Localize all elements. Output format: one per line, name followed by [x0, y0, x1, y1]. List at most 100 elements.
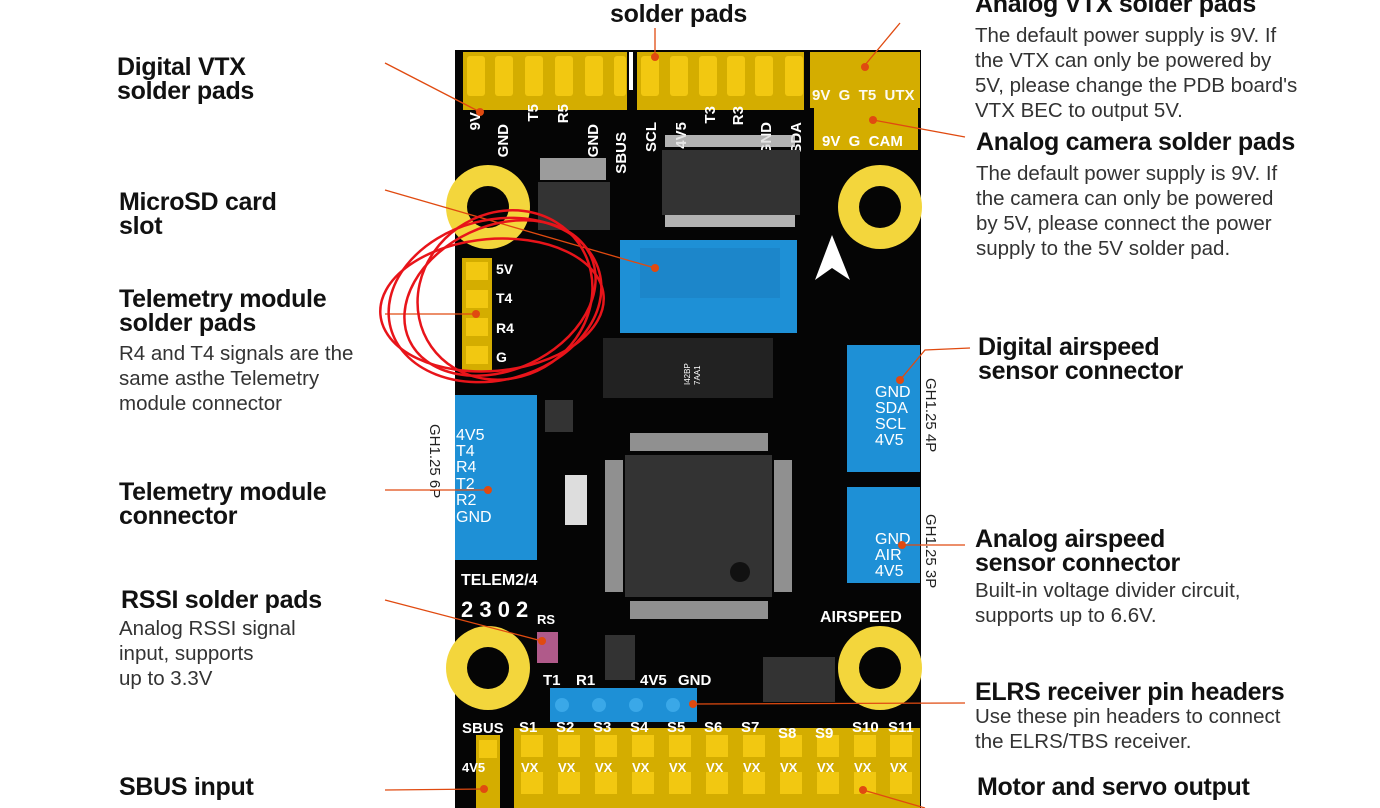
connector-type: GH1.25 3P — [922, 514, 939, 588]
output-label: S3 — [593, 719, 611, 736]
telemetry-pads-desc: R4 and T4 signals are the same asthe Tel… — [119, 342, 354, 415]
pin-label: R2 — [456, 492, 477, 509]
output-label: S2 — [556, 719, 574, 736]
pin-label: AIR — [875, 547, 902, 564]
pin-label: T4 — [456, 443, 475, 460]
output-pad — [854, 735, 876, 757]
analog-camera-desc: The default power supply is 9V. If the c… — [976, 162, 1278, 260]
analog-vtx-title: Analog VTX solder pads — [975, 0, 1256, 18]
connector-type: GH1.25 4P — [922, 378, 939, 452]
analog-vtx-pads: 9V G T5 UTX 9V G CAM — [810, 52, 920, 150]
output-label: S1 — [519, 719, 537, 736]
pad-label: T5 — [525, 104, 542, 122]
pin-label: 4V5 — [640, 672, 667, 689]
output-pad — [632, 735, 654, 757]
digital-airspeed-title: Digital airspeed sensor connector — [978, 333, 1183, 385]
pin-label: SDA — [875, 400, 908, 417]
pin-label: GND — [456, 509, 492, 526]
output-pad — [890, 735, 912, 757]
vx-label: VX — [669, 760, 687, 775]
telemetry-pads: 5V T4 R4 G — [462, 258, 514, 372]
rs-label: RS — [537, 612, 555, 627]
pad-label: G — [496, 349, 507, 365]
vx-label: VX — [743, 760, 761, 775]
pad-label: T3 — [702, 106, 719, 124]
output-pad — [743, 735, 765, 757]
pad-label: SBUS — [613, 132, 630, 174]
telem-label: TELEM2/4 — [461, 572, 538, 589]
telemetry-pads-title: Telemetry module solder pads — [119, 285, 327, 337]
output-pad — [706, 772, 728, 794]
digital-airspeed-connector[interactable]: GND SDA SCL 4V5 — [847, 345, 920, 472]
vx-label: VX — [890, 760, 908, 775]
rssi-pad — [537, 632, 558, 663]
output-pad — [595, 772, 617, 794]
rssi-title: RSSI solder pads — [121, 586, 322, 614]
pad-label: 9V — [467, 112, 484, 130]
chip-marking: I42BP — [683, 363, 692, 385]
elrs-title: ELRS receiver pin headers — [975, 678, 1285, 706]
output-pad — [595, 735, 617, 757]
analog-airspeed-desc: Built-in voltage divider circuit, suppor… — [975, 579, 1241, 627]
output-pad — [669, 772, 691, 794]
sensor-chip — [603, 338, 773, 398]
airspeed-label: AIRSPEED — [820, 609, 902, 626]
mcu — [625, 455, 772, 597]
pad-label: R5 — [555, 104, 572, 123]
digital-vtx-title: Digital VTX solder pads — [117, 53, 255, 105]
pad-label: GND — [585, 124, 602, 158]
microsd-slot[interactable] — [620, 240, 797, 333]
chip — [662, 150, 800, 215]
pad-label: 9V G CAM — [822, 133, 903, 150]
output-pad — [780, 735, 802, 757]
vx-label: VX — [706, 760, 724, 775]
rssi-desc: Analog RSSI signal input, supports up to… — [119, 617, 296, 690]
output-pad — [780, 772, 802, 794]
sbus-label: SBUS — [462, 720, 504, 737]
chip-marking: 7AA1 — [693, 365, 702, 385]
output-label: S7 — [741, 719, 759, 736]
output-pad — [669, 735, 691, 757]
output-label: S4 — [630, 719, 649, 736]
pin-label: GND — [678, 672, 712, 689]
pin-label: 4V5 — [875, 432, 904, 449]
output-pad — [890, 772, 912, 794]
top-pads-2: SCL 4V5 T3 R3 GND SDA — [637, 52, 805, 155]
output-pad — [558, 772, 580, 794]
analog-camera-title: Analog camera solder pads — [976, 128, 1296, 156]
connector-type: GH1.25 6P — [426, 424, 443, 498]
mounting-holes — [446, 165, 922, 710]
vx-label: VX — [632, 760, 650, 775]
pad-label: GND — [495, 124, 512, 158]
elrs-pin-header[interactable] — [550, 688, 697, 722]
output-pad — [817, 735, 839, 757]
telemetry-connector[interactable]: 4V5 T4 R4 T2 R2 GND — [455, 395, 537, 560]
solder-pads-title: solder pads — [610, 0, 748, 28]
analog-vtx-desc: The default power supply is 9V. If the V… — [975, 24, 1298, 122]
output-pad — [817, 772, 839, 794]
elrs-desc: Use these pin headers to connect the ELR… — [975, 705, 1281, 753]
telemetry-connector-title: Telemetry module connector — [119, 478, 327, 530]
analog-airspeed-connector[interactable]: GND AIR 4V5 — [847, 487, 920, 583]
separator — [629, 52, 633, 90]
pin-label: T2 — [456, 476, 475, 493]
vx-label: VX — [780, 760, 798, 775]
output-pad — [743, 772, 765, 794]
vx-label: VX — [817, 760, 835, 775]
vx-label: VX — [558, 760, 576, 775]
output-pads: SBUS 4V5 S1VXS2VXS3VXS4VXS5VXS6VXS7VXS8V… — [462, 719, 920, 808]
uart-numbers: 2 3 0 2 — [461, 597, 528, 622]
pin-label: R4 — [456, 459, 477, 476]
pin-header — [763, 657, 835, 702]
pin-label: SCL — [875, 416, 906, 433]
logo-icon — [815, 235, 850, 280]
crystal — [565, 475, 587, 525]
callout-dots — [472, 53, 906, 794]
pad-label: SCL — [643, 122, 660, 152]
pad-label: T4 — [496, 290, 513, 306]
output-pad — [521, 772, 543, 794]
microsd-title: MicroSD card slot — [119, 188, 277, 240]
pad-label: R4 — [496, 320, 514, 336]
output-label: S10 — [852, 719, 879, 736]
